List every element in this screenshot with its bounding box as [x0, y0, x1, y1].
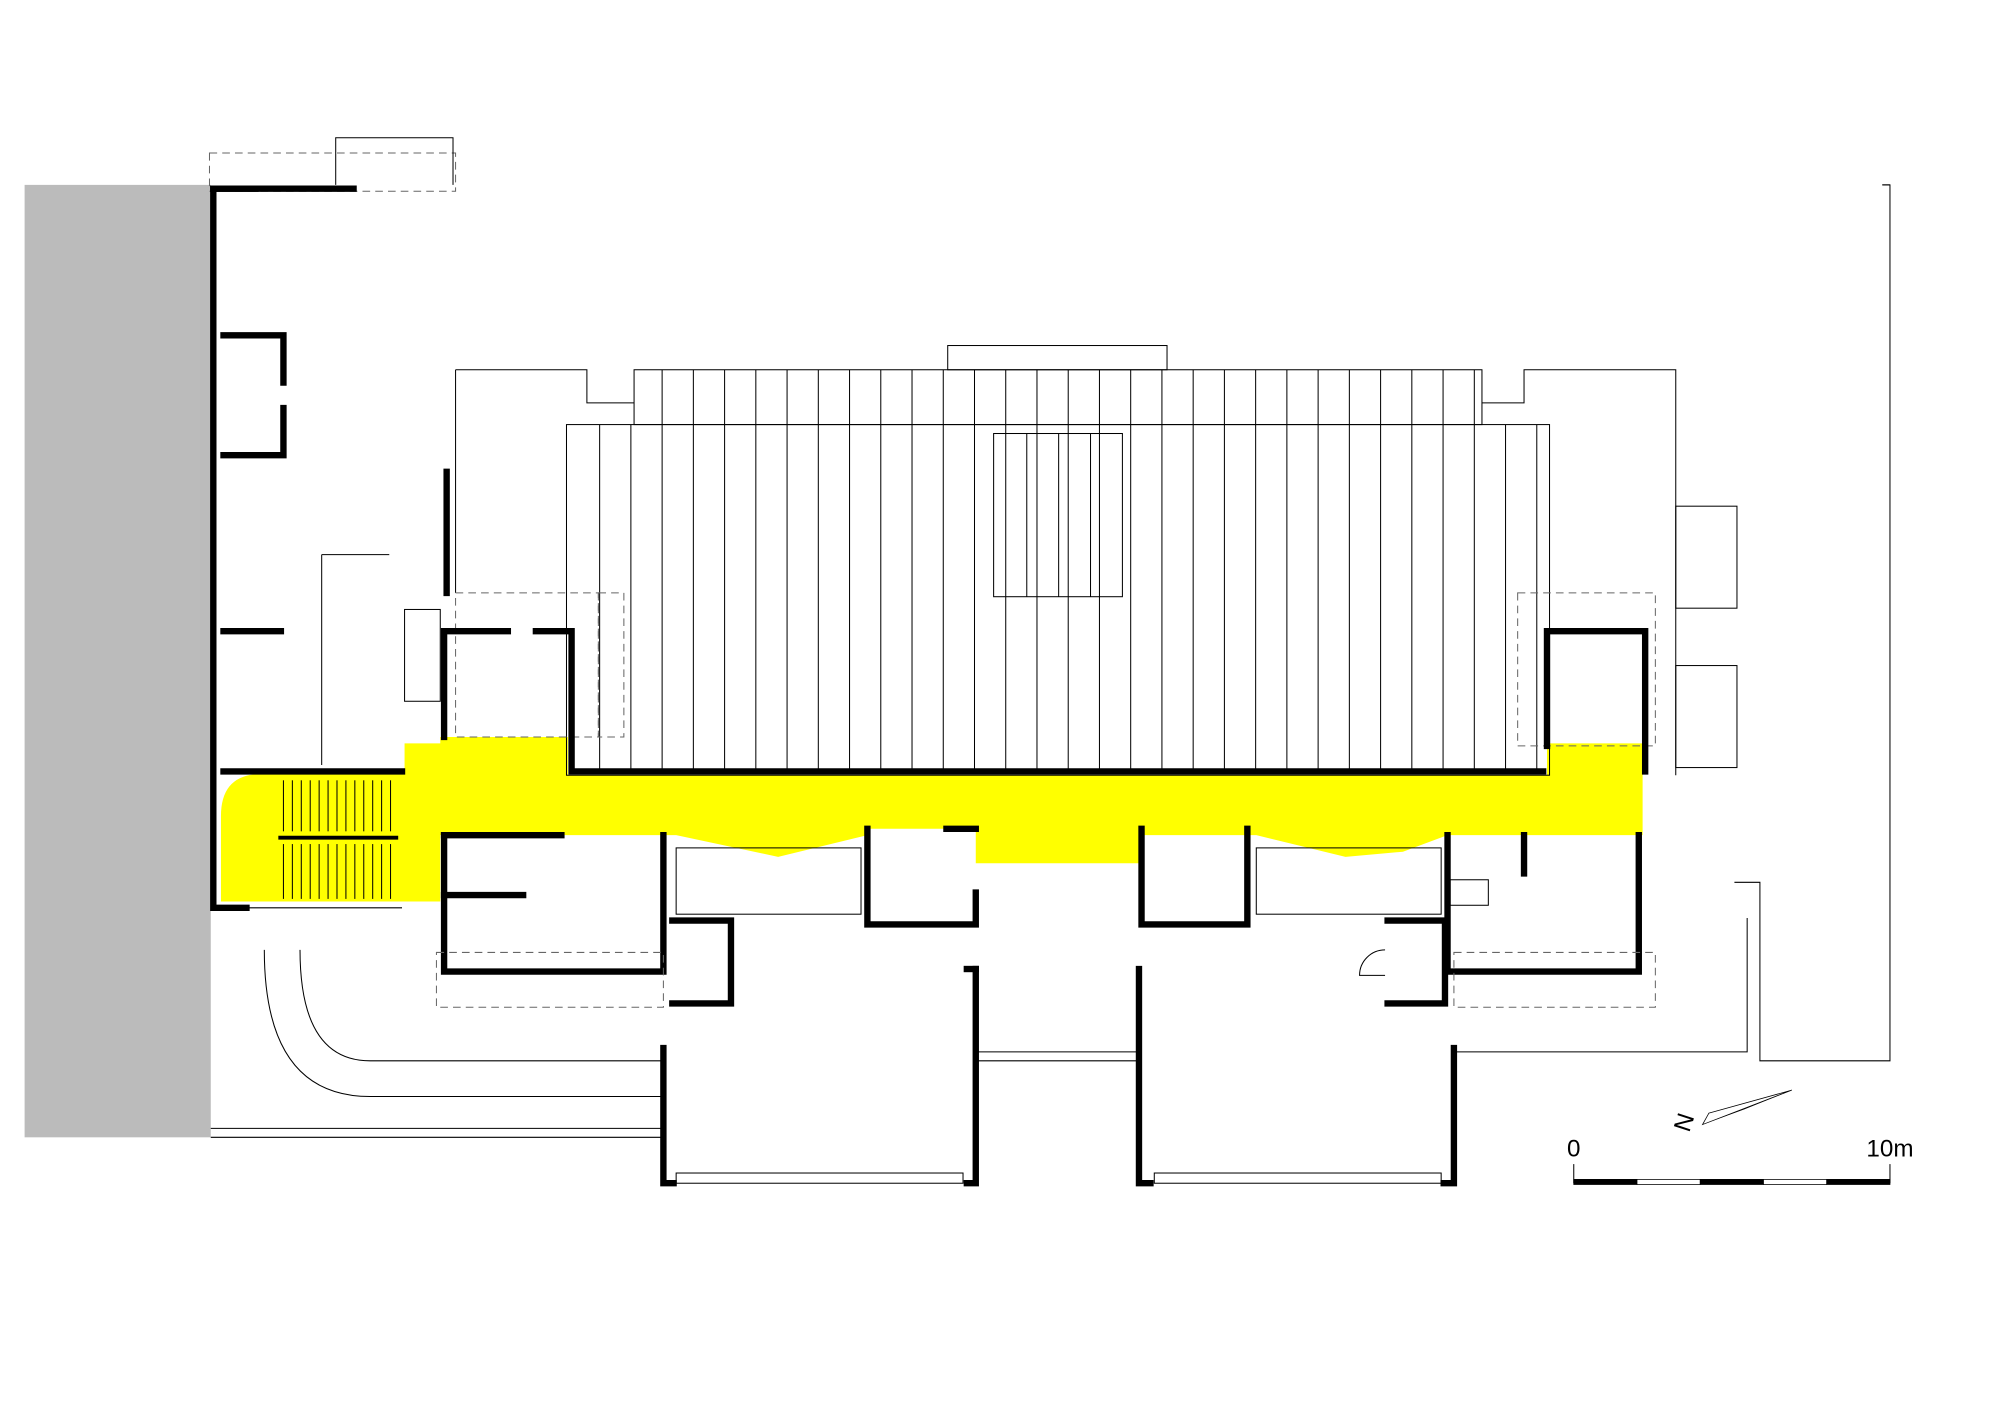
staircase [278, 780, 399, 899]
scale-end-label: 10m [1866, 1135, 1913, 1162]
scale-segment [1573, 1179, 1638, 1185]
roof-outline [208, 137, 1891, 1062]
north-arrow: N [1669, 1089, 1792, 1135]
scale-segment [1763, 1179, 1828, 1185]
scale-segment [1636, 1179, 1701, 1185]
north-label: N [1669, 1110, 1700, 1135]
walls [210, 185, 1649, 1187]
scale-segment [1826, 1179, 1891, 1185]
scale-start-label: 0 [1567, 1135, 1580, 1162]
secondary-lines [210, 554, 1748, 1184]
scale-bar: 0 10m [1567, 1135, 1914, 1185]
corridor-highlight [220, 736, 1643, 902]
scale-segment [1699, 1179, 1764, 1185]
neighbouring-building [24, 184, 211, 1138]
